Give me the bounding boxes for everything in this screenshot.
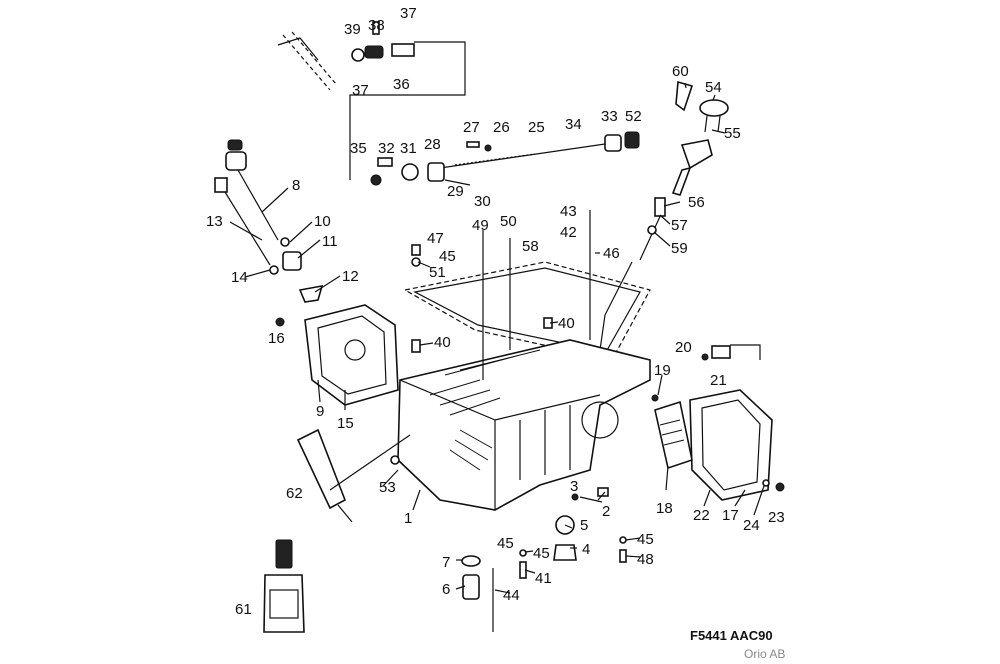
label-37-left: 37 [352,82,369,99]
sealant-syringe [296,428,411,523]
sealant-bottle [263,539,305,633]
label-57: 57 [671,217,688,234]
label-11: 11 [322,233,338,250]
left-side-cover [275,304,399,406]
label-52: 52 [625,108,642,125]
label-38: 38 [368,17,385,34]
label-14: 14 [231,269,248,286]
label-47: 47 [427,230,444,247]
label-17: 17 [722,507,739,524]
label-23: 23 [768,509,785,526]
label-29: 29 [447,183,464,200]
label-19: 19 [654,362,671,379]
label-30: 30 [474,193,491,210]
right-end-cover [651,344,785,501]
label-35: 35 [350,140,367,157]
label-53: 53 [379,479,396,496]
label-8: 8 [292,177,300,194]
label-45-bottom-a: 45 [497,535,514,552]
label-40-right: 40 [558,315,575,332]
label-4: 4 [582,541,590,558]
label-32: 32 [378,140,395,157]
label-58: 58 [522,238,539,255]
label-12: 12 [342,268,359,285]
label-45-bottom-c: 45 [637,531,654,548]
bottom-parts [461,487,627,632]
label-15: 15 [337,415,354,432]
leader-lines [229,82,765,594]
left-rods-group [214,139,324,303]
label-6: 6 [442,581,450,598]
label-5: 5 [580,517,588,534]
label-34: 34 [565,116,582,133]
label-21: 21 [710,372,727,389]
label-61: 61 [235,601,252,618]
label-24: 24 [743,517,760,534]
selector-rod-group [370,131,640,186]
label-45-bottom-b: 45 [533,545,550,562]
label-50: 50 [500,213,517,230]
top-bolts [411,210,591,380]
label-25: 25 [528,119,545,136]
label-27: 27 [463,119,480,136]
label-41: 41 [535,570,552,587]
credit-text: Orio AB [744,647,786,661]
label-13: 13 [206,213,223,230]
transmission-housing [390,339,651,511]
label-20: 20 [675,339,692,356]
label-9: 9 [316,403,324,420]
label-46: 46 [603,245,620,262]
label-44: 44 [503,587,520,604]
label-2: 2 [602,503,610,520]
label-62: 62 [286,485,303,502]
label-18: 18 [656,500,673,517]
label-3: 3 [570,478,578,495]
label-48: 48 [637,551,654,568]
label-16: 16 [268,330,285,347]
label-28: 28 [424,136,441,153]
label-51: 51 [429,264,446,281]
label-31: 31 [400,140,417,157]
oil-filler-assembly [599,80,729,351]
figure-code: F5441 AAC90 [690,628,773,643]
label-49: 49 [472,217,489,234]
label-60: 60 [672,63,689,80]
label-37-top: 37 [400,5,417,22]
label-39: 39 [344,21,361,38]
label-56: 56 [688,194,705,211]
label-42: 42 [560,224,577,241]
label-55: 55 [724,125,741,142]
label-10: 10 [314,213,331,230]
top-gasket [403,261,651,361]
label-43: 43 [560,203,577,220]
label-22: 22 [693,507,710,524]
label-40-left: 40 [434,334,451,351]
label-36: 36 [393,76,410,93]
label-59: 59 [671,240,688,257]
label-7: 7 [442,554,450,571]
part-labels: 1 2 3 4 5 6 7 8 9 10 11 12 13 14 15 16 1… [206,5,785,618]
label-54: 54 [705,79,722,96]
shift-linkage-top [277,21,466,180]
label-45-top: 45 [439,248,456,265]
label-26: 26 [493,119,510,136]
label-33: 33 [601,108,618,125]
label-1: 1 [404,510,412,527]
